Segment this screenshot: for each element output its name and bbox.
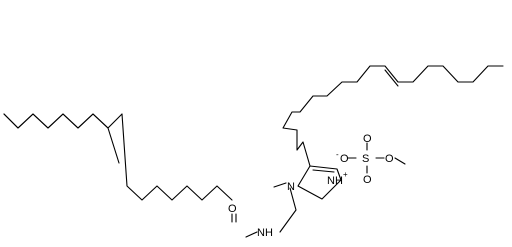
ring-nh-label: NH [327,175,343,187]
sulfate-anion-charge: - [336,150,339,159]
ring-n-label: N [287,181,295,193]
amide-c-n-bond [245,231,258,238]
ring-bonds [297,165,342,200]
left-chain-double-bond [127,114,132,186]
n-methyl-bond [273,182,287,188]
sulfate-bottom-o-label: O [363,174,372,186]
amide-nh-label: NH [257,227,273,239]
right-chain [282,65,504,167]
sulfate-top-o-label: O [363,133,372,145]
ring-c-n-double-bond [312,169,335,173]
right-chain-double-bond [384,69,399,87]
left-chain-zigzag [3,113,120,164]
sulfate-anion-o-label: O [340,153,349,165]
sulfate-s-label: S [362,153,369,165]
sulfate-ester-o-label: O [385,153,394,165]
ring-nh-charge: + [343,170,348,179]
ethyl-linker [279,187,297,233]
left-chain-cis-alkene-segment [121,113,233,201]
carbonyl-o-label: O [228,203,237,215]
methyl-sulfate [347,142,406,174]
left-chain-upper [3,113,120,164]
left-chain-terminal-segment [3,113,123,129]
left-oleyl-chain [3,113,233,201]
right-oleyl-chain [282,65,504,167]
o-methyl-bond [394,157,406,165]
imidazolinium-ring [273,165,342,200]
amide-linker [231,187,297,238]
